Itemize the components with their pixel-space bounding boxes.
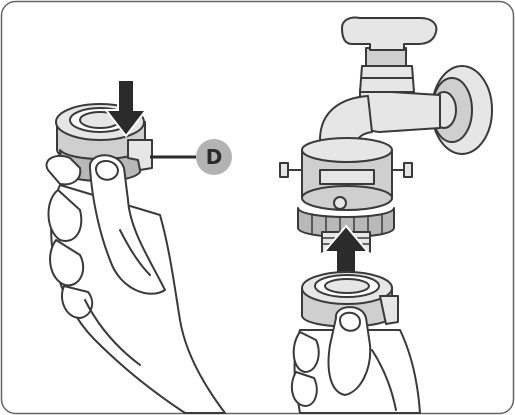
valve-stem xyxy=(360,48,414,92)
left-thumbnail xyxy=(96,161,118,180)
right-finger-2 xyxy=(292,372,317,406)
callout-label: D xyxy=(206,145,223,169)
right-thumbnail xyxy=(340,313,360,331)
